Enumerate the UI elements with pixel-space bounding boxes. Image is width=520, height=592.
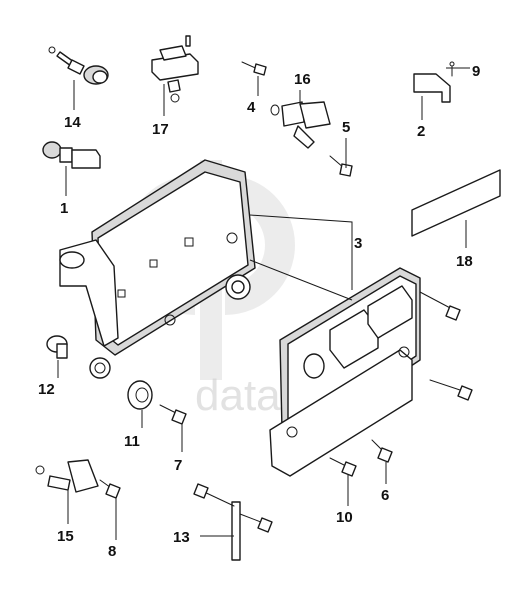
callout-3: 3 <box>354 235 362 252</box>
callout-4: 4 <box>247 99 256 116</box>
part-4-bolt <box>241 61 267 76</box>
callout-labels: 14 17 4 16 9 2 5 1 3 18 12 11 7 6 10 15 … <box>38 63 480 560</box>
part-3-mounting-plate <box>59 159 256 379</box>
part-6-bolt <box>371 439 393 463</box>
callout-13: 13 <box>173 529 190 546</box>
callout-7: 7 <box>174 457 182 474</box>
leader-lines <box>57 67 470 540</box>
part-1-sensor <box>42 141 101 169</box>
part-17-sensor <box>151 35 199 103</box>
ecu-bolts <box>419 291 473 401</box>
part-8-bolt <box>99 479 121 499</box>
part-11-spacer <box>127 380 153 410</box>
part-2-bracket <box>413 73 451 103</box>
part-15-sensor <box>35 459 99 493</box>
part-12-grommet <box>46 335 68 359</box>
part-13-bracket <box>193 483 273 561</box>
callout-18: 18 <box>456 253 473 270</box>
callout-11: 11 <box>124 433 140 450</box>
part-7-bolt <box>159 404 187 425</box>
callout-2: 2 <box>417 123 425 140</box>
part-9-screw <box>449 61 455 77</box>
part-3-ecu-module <box>269 267 421 477</box>
callout-1: 1 <box>60 200 68 217</box>
callout-6: 6 <box>381 487 389 504</box>
part-18-pad <box>411 169 501 237</box>
part-14-sensor <box>48 46 109 85</box>
callout-12: 12 <box>38 381 55 398</box>
callout-14: 14 <box>64 114 81 131</box>
part-16-sensor <box>270 101 331 149</box>
callout-15: 15 <box>57 528 74 545</box>
part-10-bolt <box>329 457 357 477</box>
callout-16: 16 <box>294 71 311 88</box>
callout-5: 5 <box>342 119 350 136</box>
callout-8: 8 <box>108 543 116 560</box>
callout-17: 17 <box>152 121 169 138</box>
callout-10: 10 <box>336 509 353 526</box>
callout-9: 9 <box>472 63 480 80</box>
part-5-bolt <box>329 155 353 177</box>
